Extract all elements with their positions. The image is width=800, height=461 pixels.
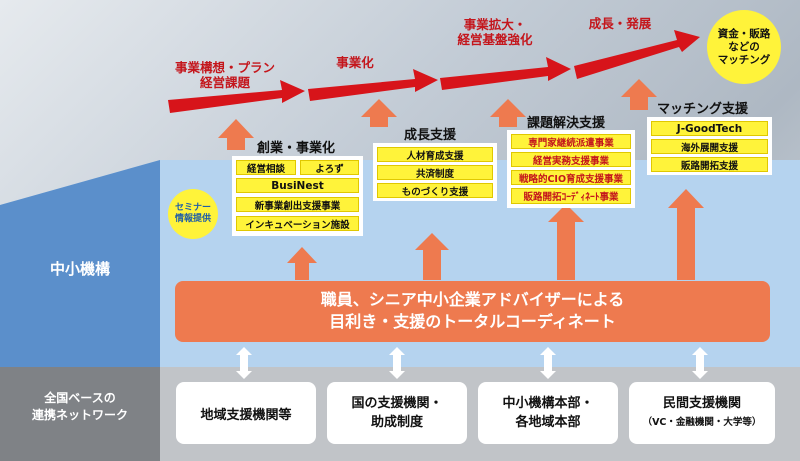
- startup-item-incubation: インキュベーション施設: [236, 216, 359, 231]
- red-arrow-3: [440, 57, 571, 90]
- coordinate-banner-shape: [175, 281, 770, 342]
- partner-smrj-line2: 各地域本部: [515, 415, 581, 430]
- partner-regional-text: 地域支援機関等: [200, 407, 292, 423]
- stage-label-1: 事業構想・プラン 経営課題: [170, 60, 280, 90]
- up-arrow-issue: [490, 99, 526, 127]
- up-arrow-mid-2: [415, 233, 449, 280]
- issue-item-sales-channel: 販路開拓ｺｰﾃﾞｨﾈｰﾄ事業: [511, 188, 631, 204]
- organization-band: [0, 160, 160, 380]
- network-label-band: [0, 367, 160, 461]
- seminar-line1: セミナー: [174, 203, 211, 213]
- growth-item-manufacturing: ものづくり支援: [377, 183, 493, 198]
- network-label: 全国ベースの 連携ネットワーク: [0, 390, 160, 424]
- issue-item-practical: 経営実務支援事業: [511, 152, 631, 167]
- partner-smrj-line1: 中小機構本部・: [502, 396, 594, 411]
- startup-item-yorozu: よろず: [300, 160, 359, 175]
- matching-goal-circle: 資金・販路 などの マッチング: [707, 10, 781, 84]
- network-label-line2: 連携ネットワーク: [31, 408, 128, 422]
- partner-private: 民間支援機関 （VC・金融機関・大学等）: [629, 382, 775, 444]
- matching-item-overseas: 海外展開支援: [651, 139, 768, 154]
- coordinate-banner-line1: 職員、シニア中小企業アドバイザーによる: [320, 290, 625, 309]
- matching-item-jgoodtech: J-GoodTech: [651, 121, 768, 136]
- issue-item-expert: 専門家継続派遣事業: [511, 134, 631, 149]
- partner-national-line1: 国の支援機関・: [351, 396, 443, 411]
- stage-label-2: 事業化: [315, 55, 395, 70]
- growth-item-hr: 人材育成支援: [377, 147, 493, 162]
- matching-title: マッチング支援: [657, 102, 749, 117]
- red-arrow-1: [168, 80, 305, 113]
- coordinate-banner-line2: 目利き・支援のトータルコーディネート: [329, 312, 616, 331]
- startup-item-consult: 経営相談: [236, 160, 296, 175]
- up-arrow-mid-4: [668, 189, 704, 280]
- stage-label-4-text: 成長・発展: [588, 16, 652, 31]
- up-arrow-matching: [621, 79, 657, 110]
- seminar-line2: 情報提供: [174, 214, 211, 224]
- issue-title: 課題解決支援: [527, 116, 606, 131]
- stage-label-5-line1: 資金・販路: [717, 27, 771, 40]
- up-arrow-growth: [361, 99, 397, 127]
- partner-private-note: （VC・金融機関・大学等）: [642, 417, 762, 428]
- matching-item-sales: 販路開拓支援: [651, 157, 768, 172]
- startup-item-new-business: 新事業創出支援事業: [236, 197, 359, 212]
- growth-item-mutual-aid: 共済制度: [377, 165, 493, 180]
- link-arrows: [236, 347, 708, 379]
- partner-national-line2: 助成制度: [370, 415, 423, 430]
- stage-label-4: 成長・発展: [585, 16, 655, 31]
- stage-label-3-line2: 経営基盤強化: [457, 32, 533, 47]
- stage-label-1-line2: 経営課題: [199, 75, 250, 90]
- coordinate-banner: 職員、シニア中小企業アドバイザーによる 目利き・支援のトータルコーディネート: [175, 289, 770, 333]
- stage-label-3: 事業拡大・ 経営基盤強化: [445, 17, 545, 47]
- network-label-line1: 全国ベースの: [44, 391, 116, 405]
- stage-label-5-line2: などの: [728, 40, 760, 53]
- stage-label-3-line1: 事業拡大・: [463, 17, 527, 32]
- organization-label: 中小機構: [49, 260, 110, 278]
- red-arrow-4: [574, 30, 700, 79]
- up-arrow-startup: [218, 119, 254, 150]
- up-arrow-mid-1: [287, 247, 317, 280]
- seminar-circle: セミナー 情報提供: [168, 189, 218, 239]
- stage-label-1-line1: 事業構想・プラン: [174, 60, 275, 75]
- startup-title: 創業・事業化: [257, 141, 336, 156]
- startup-item-businest: BusiNest: [236, 178, 359, 193]
- red-arrow-2: [308, 69, 438, 101]
- stage-label-2-text: 事業化: [336, 55, 374, 70]
- partner-national: 国の支援機関・ 助成制度: [327, 382, 467, 444]
- issue-item-cio: 戦略的CIO育成支援事業: [511, 170, 631, 185]
- partner-regional: 地域支援機関等: [176, 382, 316, 444]
- growth-title: 成長支援: [404, 128, 457, 143]
- partner-private-line1: 民間支援機関: [662, 396, 741, 411]
- stage-label-5-line3: マッチング: [717, 53, 771, 66]
- up-arrow-mid-3: [548, 204, 584, 280]
- partner-smrj: 中小機構本部・ 各地域本部: [478, 382, 618, 444]
